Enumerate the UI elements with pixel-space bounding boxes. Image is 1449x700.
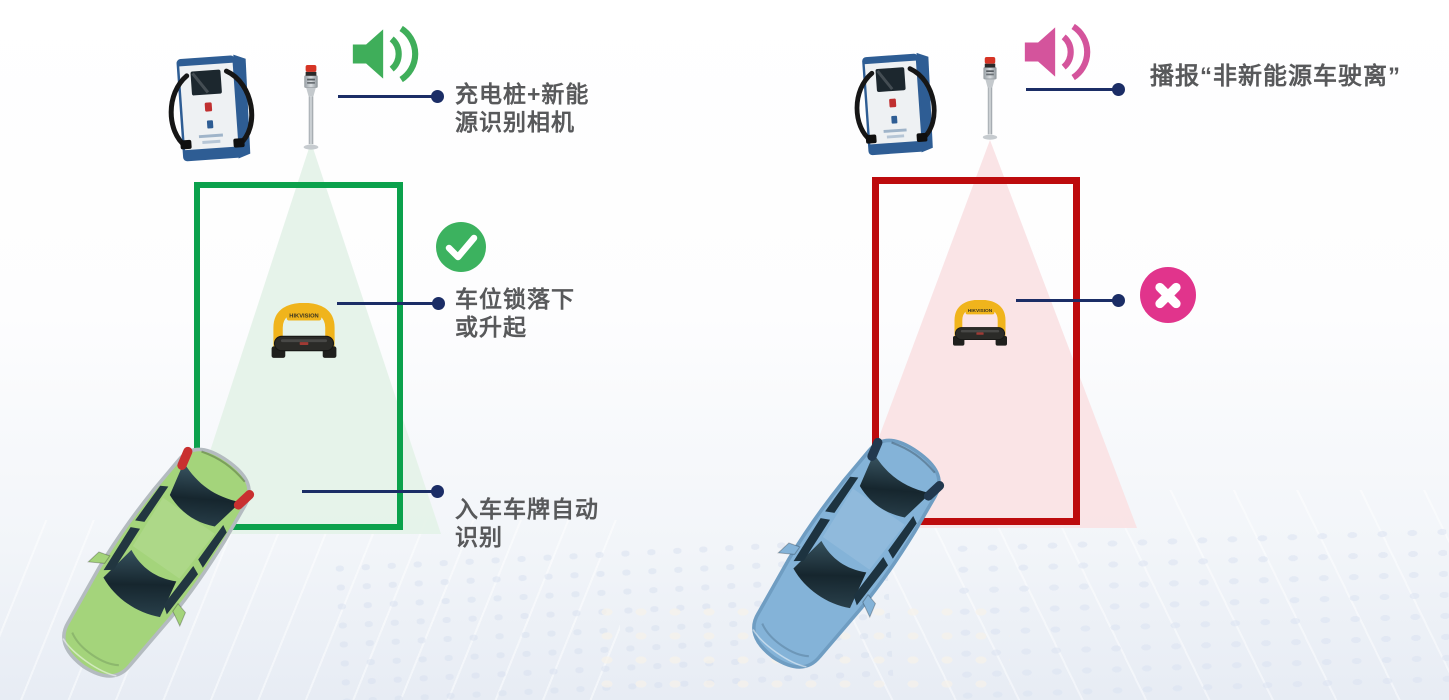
camera-pole-right: [982, 56, 998, 140]
label-broadcast: 播报“非新能源车驶离”: [1150, 63, 1401, 91]
label-line: 或升起: [455, 314, 527, 340]
label-charger-camera: 充电桩+新能 源识别相机: [455, 80, 589, 136]
bullet-dot-lock: [432, 297, 445, 310]
label-line: 充电桩+新能: [455, 81, 590, 107]
speaker-icon: [352, 25, 419, 83]
label-lock-action: 车位锁落下 或升起: [455, 285, 575, 341]
parking-lock-left: HIKVISION: [271, 303, 337, 358]
label-line: 入车车牌自动: [455, 496, 599, 522]
check-icon: [436, 222, 486, 272]
leader-line-broadcast: [1026, 88, 1114, 91]
car-green-top-view: [62, 446, 255, 678]
camera-pole-left: [303, 64, 319, 150]
speaker-icon: [1024, 23, 1091, 81]
background-dots-right: [947, 521, 1449, 700]
lock-brand-label: HIKVISION: [289, 314, 318, 320]
leader-line-denied: [1016, 299, 1114, 302]
cross-icon: [1140, 267, 1196, 323]
bullet-dot-camera: [431, 90, 444, 103]
parking-lock-right: HIKVISION: [953, 300, 1007, 346]
bullet-dot-denied: [1112, 294, 1125, 307]
label-line: 源识别相机: [455, 109, 575, 135]
leader-line-camera: [338, 95, 434, 98]
label-plate-recognition: 入车车牌自动 识别: [455, 495, 599, 551]
car-blue-top-view: [752, 437, 945, 669]
lock-brand-label: HIKVISION: [968, 308, 993, 314]
charging-pile-right: [854, 52, 937, 156]
bullet-dot-broadcast: [1112, 83, 1125, 96]
parking-zone-frame-right: [872, 177, 1080, 525]
charging-pile-left: [168, 54, 255, 162]
label-line: 播报“非新能源车驶离”: [1150, 63, 1401, 90]
bullet-dot-plate: [431, 485, 444, 498]
label-line: 识别: [455, 524, 503, 550]
leader-line-plate: [302, 490, 433, 493]
leader-line-lock: [337, 302, 434, 305]
parking-zone-frame-left: [194, 182, 403, 530]
label-line: 车位锁落下: [455, 286, 575, 312]
